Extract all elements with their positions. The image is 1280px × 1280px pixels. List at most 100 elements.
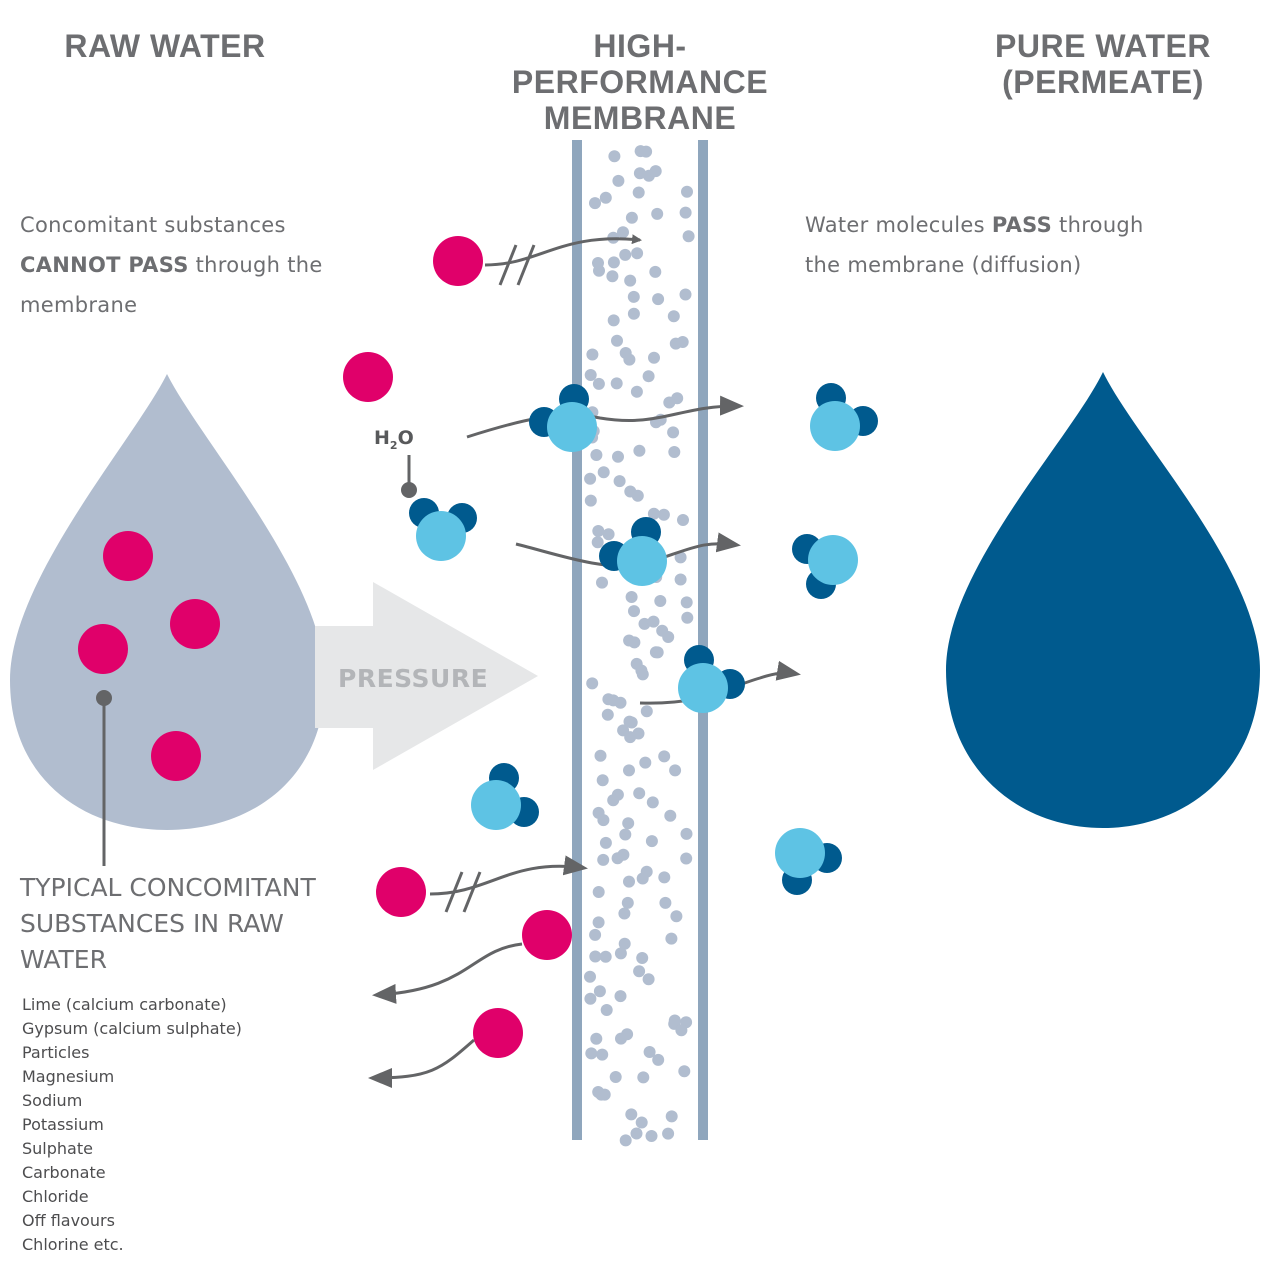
membrane-pore [614,990,627,1003]
membrane-pore [638,617,651,630]
membrane-pore [657,508,670,521]
raw-water-impurities [78,531,220,781]
membrane-pore [584,970,596,983]
membrane-pore [633,444,646,457]
membrane-pore [592,525,605,537]
substances-title: TYPICAL CONCOMITANT SUBSTANCES IN RAW WA… [20,870,380,978]
membrane-pore [633,167,646,180]
membrane-pore [619,1134,632,1147]
blocked-impurity-bottom [376,855,588,917]
substance-item: Gypsum (calcium sulphate) [22,1019,242,1038]
permeate-water-molecule [775,828,842,895]
membrane-pore [584,472,597,485]
membrane-pore [619,828,632,841]
membrane-pore [608,150,621,163]
membrane-wall-right [698,140,708,1140]
membrane-pore [679,288,692,301]
membrane-title-line: PERFORMANCE [511,64,769,100]
membrane-title-line: MEMBRANE [543,100,737,136]
membrane-title-line: HIGH- [593,28,687,64]
membrane-pore [597,853,610,866]
membrane-pore [599,191,612,204]
membrane-pore [625,211,638,224]
membrane-pore [607,256,620,269]
membrane-pore [613,475,626,488]
permeate-water-molecule [792,534,858,599]
membrane-pore [649,165,662,178]
membrane-pore [607,314,620,327]
membrane-pore [585,1047,598,1060]
substance-item: Carbonate [22,1163,106,1182]
membrane-pore [594,749,607,762]
substances-title-line: TYPICAL CONCOMITANT [20,873,316,902]
desc-bold: PASS [991,213,1053,237]
substances-list: Lime (calcium carbonate) Gypsum (calcium… [22,993,242,1257]
membrane-pore [633,787,646,800]
substances-callout-pointer [96,690,112,866]
substance-item: Chlorine etc. [22,1235,124,1254]
membrane-pore [651,646,664,659]
desc-line: Water molecules PASS through [805,205,1205,245]
membrane-pore [601,708,614,721]
membrane-pore [670,910,683,923]
membrane-pore [586,677,599,690]
membrane-pore [592,377,605,390]
membrane-pore [590,1032,603,1045]
membrane-pore [681,611,694,624]
pure-water-title-line: (PERMEATE) [1002,64,1204,100]
membrane-pore [596,1048,609,1061]
membrane-pore [593,264,605,277]
floating-impurity [343,352,393,402]
h2o-h: H [374,427,390,449]
h2o-sub: 2 [389,438,398,452]
membrane-pore [617,226,629,239]
membrane-pore [610,377,623,390]
membrane-pore [635,664,648,677]
membrane-pore [628,605,640,618]
impurity-particle [103,531,153,581]
membrane-pore [636,872,649,885]
membrane-pore [654,595,667,607]
membrane-pore [596,774,609,787]
membrane-pore [678,1065,691,1078]
desc-line: CANNOT PASS through the [20,245,360,285]
membrane-pore [627,290,640,303]
membrane-pore [617,848,630,861]
raw-water-heading: RAW WATER [40,28,290,64]
membrane-pore [625,716,638,729]
membrane-pore [593,985,606,998]
membrane-pore [597,814,610,827]
membrane-pore [674,551,687,564]
membrane-pore [682,230,695,243]
membrane-pore [667,310,680,323]
membrane-pore [618,937,631,950]
impurity-particle [78,624,128,674]
membrane-pore [596,576,608,589]
membrane-pore [656,624,669,637]
membrane-pore [599,836,612,849]
pressure-label: PRESSURE [338,664,489,693]
cannot-pass-description: Concomitant substances CANNOT PASS throu… [20,205,360,325]
desc-line: membrane [20,293,138,317]
membrane-pore [647,615,660,628]
membrane-pore [645,1130,658,1142]
membrane-pore [631,489,644,502]
h2o-pointer [401,455,417,498]
membrane-pore [680,596,693,609]
h2o-label: H2O [374,427,414,452]
membrane-pore [669,764,682,777]
membrane-pore [652,1053,665,1066]
membrane-wall-left [572,140,582,1140]
membrane-pore [628,636,641,649]
substance-item: Magnesium [22,1067,115,1086]
membrane-pore [668,1014,681,1027]
membrane-pore [614,696,627,709]
raw-water-drop [10,374,325,830]
membrane-pore [607,794,620,807]
water-molecule [471,763,539,830]
membrane-pore [634,145,647,158]
substance-item: Particles [22,1043,90,1062]
membrane-pore [658,871,671,884]
water-path-3 [639,660,801,705]
